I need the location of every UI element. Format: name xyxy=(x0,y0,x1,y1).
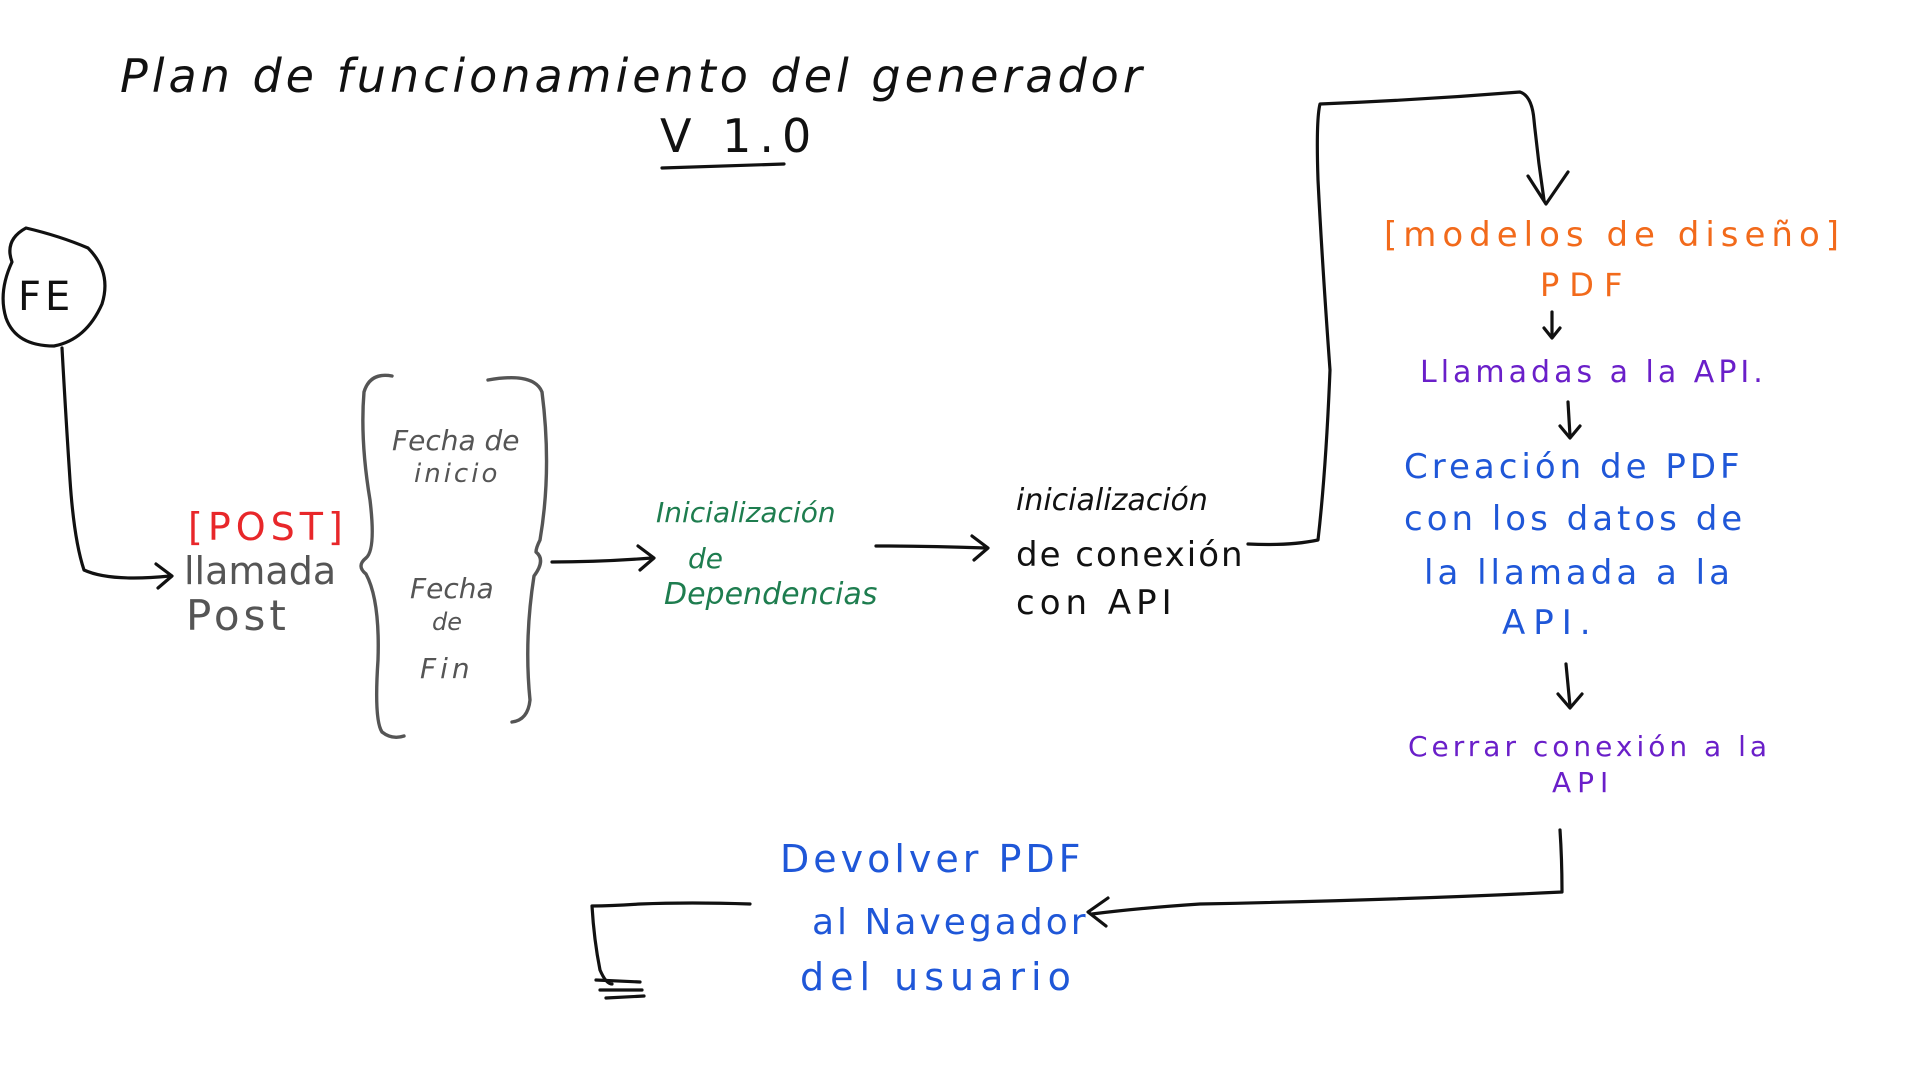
api-init-line3: con API xyxy=(1016,583,1177,623)
close-line2: API xyxy=(1552,766,1614,799)
api-calls: Llamadas a la API. xyxy=(1420,355,1767,390)
param-end-line2: de xyxy=(432,608,462,636)
deps-line2: de xyxy=(688,542,723,575)
models-line2: PDF xyxy=(1540,266,1632,304)
models-line1: [modelos de diseño] xyxy=(1384,215,1845,255)
diagram-title: Plan de funcionamiento del generador xyxy=(120,49,1146,103)
connector-return-to-end xyxy=(590,901,752,986)
post-label-line2: Post xyxy=(186,591,290,640)
arrow-close-to-return-head xyxy=(1086,896,1110,928)
arrow-fe-to-post xyxy=(60,346,172,580)
create-line3: la llamada a la xyxy=(1424,553,1734,593)
arrow-deps-to-api-init xyxy=(874,544,988,550)
arrow-calls-to-create-head xyxy=(1558,424,1582,440)
return-line3: del usuario xyxy=(800,955,1077,999)
deps-line1: Inicialización xyxy=(656,496,836,529)
arrow-models-to-calls-head xyxy=(1542,326,1562,340)
post-label-line1: llamada xyxy=(184,549,336,593)
end-ground-icon xyxy=(594,978,646,1000)
left-brace xyxy=(359,373,406,740)
create-line2: con los datos de xyxy=(1404,499,1746,539)
close-line1: Cerrar conexión a la xyxy=(1408,730,1771,763)
diagram-version: V 1.0 xyxy=(660,109,819,163)
deps-line3: Dependencias xyxy=(664,577,877,612)
param-end-line3: Fin xyxy=(420,652,474,685)
arrow-create-to-close-head xyxy=(1556,692,1584,710)
right-brace xyxy=(486,376,549,724)
fe-circle xyxy=(1,226,107,348)
arrow-params-to-deps-head xyxy=(636,544,656,572)
connector-api-init-to-models xyxy=(1246,90,1546,547)
api-init-line1: inicialización xyxy=(1016,483,1208,518)
connector-api-init-to-models-head xyxy=(1526,170,1570,206)
arrow-create-to-close xyxy=(1564,662,1572,708)
return-line2: al Navegador xyxy=(812,902,1089,943)
arrow-params-to-deps xyxy=(550,556,654,564)
arrow-close-to-return xyxy=(1090,828,1564,916)
version-underline xyxy=(660,162,786,170)
fe-label: FE xyxy=(18,274,74,320)
return-line1: Devolver PDF xyxy=(780,837,1085,881)
post-tag: [POST] xyxy=(188,505,348,549)
param-start-line1: Fecha de xyxy=(392,424,520,457)
api-init-line2: de conexión xyxy=(1016,535,1245,575)
param-start-line2: inicio xyxy=(414,459,500,489)
arrow-fe-to-post-head xyxy=(154,562,174,590)
arrow-calls-to-create xyxy=(1566,400,1572,438)
arrow-deps-to-api-init-head xyxy=(970,534,990,562)
create-line1: Creación de PDF xyxy=(1404,447,1744,487)
param-end-line1: Fecha xyxy=(410,572,494,605)
create-line4: API. xyxy=(1502,603,1599,643)
